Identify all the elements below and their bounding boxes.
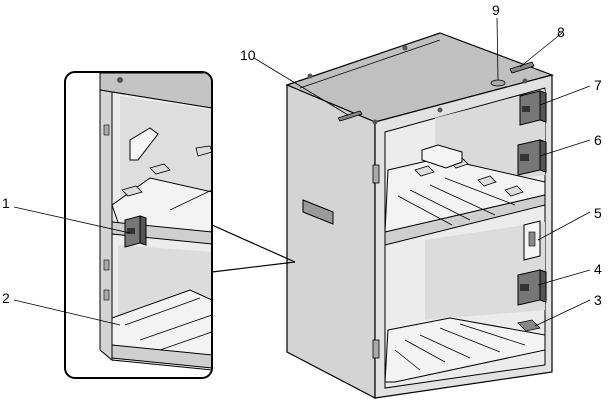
top-vent-right [509,61,535,74]
top-cable-hole [490,79,506,87]
callout-3: 3 [594,292,602,308]
callout-7: 7 [594,77,602,93]
callout-10: 10 [240,47,256,63]
callout-5: 5 [594,205,602,221]
callout-labels: 1 2 3 4 5 6 7 8 9 10 [2,2,602,308]
cabinet-floor [384,317,546,383]
hinge-lower [372,339,380,359]
cabinet-lower-back-wall [425,222,545,320]
callout-2: 2 [2,290,10,306]
component-6 [517,139,547,176]
floor-bracket [517,319,541,332]
callout-6: 6 [594,132,602,148]
callout-1: 1 [2,195,10,211]
shelf-box [421,144,463,169]
cabinet-body [285,32,554,399]
callout-8: 8 [557,24,565,40]
callout-leaders [13,17,591,327]
hinge-upper [372,164,380,184]
detail-inset [64,71,213,379]
component-7 [519,90,547,126]
zoom-line-upper [211,224,296,263]
callout-4: 4 [594,261,602,277]
side-handle [302,199,334,225]
cabinet-left-side [286,84,376,399]
top-vent-left [337,110,363,122]
zoom-line-lower [211,261,296,273]
callout-9: 9 [492,2,500,18]
component-5 [523,220,541,261]
component-4 [517,269,547,306]
inset-component-1 [124,215,147,248]
upper-shelf-edge [384,194,546,246]
